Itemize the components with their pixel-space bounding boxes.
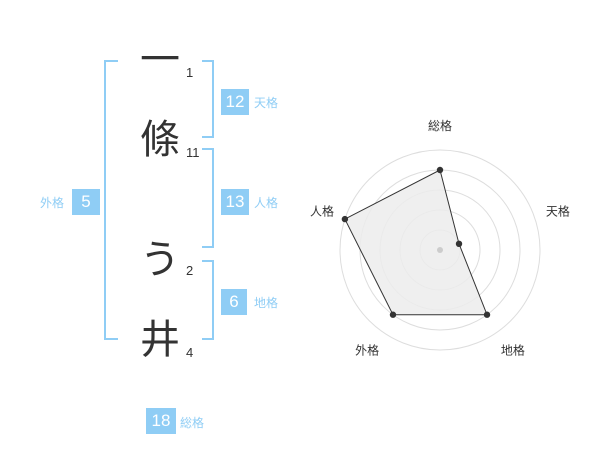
- tenkaku-label: 天格: [254, 96, 279, 110]
- radar-axis-label-3: 地格: [501, 342, 525, 357]
- radar-points: [341, 166, 491, 318]
- radar-ring: [339, 149, 541, 351]
- gaikaku-score: 5: [72, 189, 100, 215]
- tenkaku-score: 12: [221, 89, 249, 115]
- name-char-2: 條: [140, 117, 180, 163]
- tenkaku-bracket: [202, 60, 214, 138]
- jinkaku-score: 13: [221, 189, 249, 215]
- stroke-count-2: 11: [186, 145, 200, 160]
- name-char-4: 井: [140, 317, 180, 363]
- radar-point-3: [483, 311, 491, 318]
- radar-axis-label-1: 総格: [428, 118, 452, 133]
- stroke-count-1: 1: [186, 65, 194, 80]
- radar-point-4: [389, 311, 397, 318]
- radar-center-dot: [437, 247, 443, 253]
- radar-point-1: [436, 166, 444, 174]
- gaikaku-label: 外格: [40, 196, 65, 210]
- chikaku-label: 地格: [254, 296, 279, 310]
- radar-point-2: [455, 240, 463, 248]
- radar-point-5: [341, 215, 349, 223]
- radar-area: [344, 169, 488, 316]
- chikaku-score: 6: [221, 289, 247, 315]
- stroke-count-4: 4: [186, 345, 194, 360]
- radar-axis-label-5: 人格: [310, 204, 334, 219]
- jinkaku-bracket: [202, 148, 214, 248]
- name-char-3: う: [140, 237, 180, 283]
- stroke-count-3: 2: [186, 263, 194, 278]
- radar-axis-label-2: 天格: [546, 204, 570, 219]
- name-char-1: 一: [140, 37, 180, 83]
- chikaku-bracket: [202, 260, 214, 340]
- soukaku-label: 総格: [180, 416, 205, 430]
- gaikaku-bracket: [104, 60, 118, 340]
- radar-axis-label-4: 外格: [355, 342, 379, 357]
- soukaku-score: 18: [146, 408, 176, 434]
- jinkaku-label: 人格: [254, 196, 279, 210]
